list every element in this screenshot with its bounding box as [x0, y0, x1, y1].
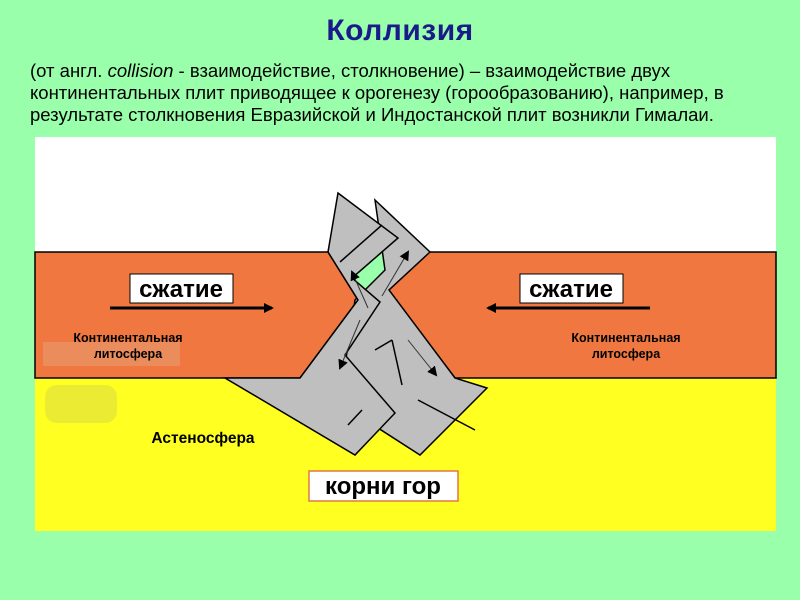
fault-lines: [339, 224, 476, 431]
left-lithosphere-highlight: [43, 342, 180, 366]
definition-term: collision: [107, 60, 174, 81]
asthenosphere-label: Астеносфера: [151, 430, 255, 447]
svg-text:корни гор: корни гор: [325, 473, 441, 500]
right-lithosphere-label-line2: литосфера: [592, 347, 661, 361]
left-compression-label: сжатие: [129, 273, 234, 304]
slide-title: Коллизия: [326, 14, 474, 47]
left-lithosphere-label-line2: литосфера: [94, 347, 163, 361]
mountain-roots-label: корни гор: [308, 470, 459, 502]
right-compression-label: сжатие: [519, 273, 624, 304]
svg-text:сжатие: сжатие: [529, 276, 613, 303]
right-lithosphere-plate: [387, 251, 777, 379]
definition-body: - взаимодействие, столкновение) – взаимо…: [30, 60, 724, 125]
definition-prefix: (от англ.: [30, 60, 108, 81]
svg-text:сжатие: сжатие: [139, 276, 223, 303]
left-lithosphere-label-line1: Континентальная: [73, 331, 182, 345]
asthenosphere-smudge: [45, 385, 117, 423]
definition-text: (от англ. collision - взаимодействие, ст…: [30, 60, 790, 126]
right-lithosphere-label-line1: Континентальная: [571, 331, 680, 345]
plate-motion-arrows: [338, 250, 438, 377]
